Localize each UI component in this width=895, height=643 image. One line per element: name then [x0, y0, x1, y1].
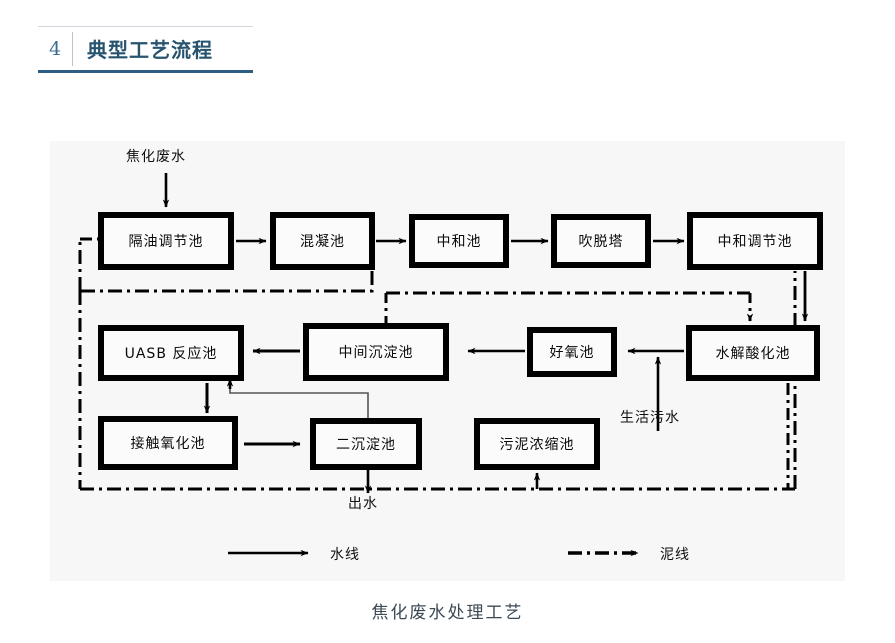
- node-uasb-reactor[interactable]: UASB 反应池: [98, 325, 244, 381]
- node-neutralization-regulator[interactable]: 中和调节池: [687, 212, 823, 270]
- page-title: 典型工艺流程: [87, 38, 213, 62]
- node-label: 中间沉淀池: [308, 328, 444, 376]
- figure-caption: 焦化废水处理工艺: [371, 603, 524, 623]
- node-aerobic-tank[interactable]: 好氧池: [527, 327, 617, 377]
- legend-sludge-line-label: 泥线: [660, 547, 690, 563]
- node-intermediate-settler[interactable]: 中间沉淀池: [303, 323, 449, 381]
- node-secondary-settler[interactable]: 二沉淀池: [310, 418, 422, 470]
- node-label: 污泥浓缩池: [479, 423, 595, 465]
- node-neutralization-tank[interactable]: 中和池: [409, 214, 509, 268]
- domestic-sewage-label: 生活污水: [620, 410, 680, 426]
- node-label: 二沉淀池: [315, 423, 417, 465]
- node-label: 接触氧化池: [103, 421, 233, 465]
- node-stripping-tower[interactable]: 吹脱塔: [551, 214, 651, 268]
- node-oil-separation-tank[interactable]: 隔油调节池: [98, 212, 234, 270]
- section-header: 4 典型工艺流程: [38, 26, 253, 73]
- node-label: 中和池: [414, 219, 504, 263]
- section-number: 4: [48, 37, 62, 60]
- legend-water-line-label: 水线: [330, 547, 360, 563]
- influent-label: 焦化废水: [126, 149, 186, 165]
- node-label: 好氧池: [532, 332, 612, 372]
- node-hydrolysis-acidification-tank[interactable]: 水解酸化池: [686, 325, 820, 381]
- node-label: 吹脱塔: [556, 219, 646, 263]
- node-sludge-thickener[interactable]: 污泥浓缩池: [474, 418, 600, 470]
- node-contact-oxidation-tank[interactable]: 接触氧化池: [98, 416, 238, 470]
- node-label: UASB 反应池: [103, 330, 239, 376]
- effluent-label: 出水: [348, 496, 378, 512]
- node-label: 混凝池: [275, 217, 370, 265]
- header-divider: [72, 31, 73, 66]
- process-flow-figure: 隔油调节池 混凝池 中和池 吹脱塔 中和调节池 UASB 反应池 中间沉淀池 好…: [50, 141, 845, 581]
- node-label: 中和调节池: [692, 217, 818, 265]
- node-label: 水解酸化池: [691, 330, 815, 376]
- node-label: 隔油调节池: [103, 217, 229, 265]
- node-coagulation-tank[interactable]: 混凝池: [270, 212, 375, 270]
